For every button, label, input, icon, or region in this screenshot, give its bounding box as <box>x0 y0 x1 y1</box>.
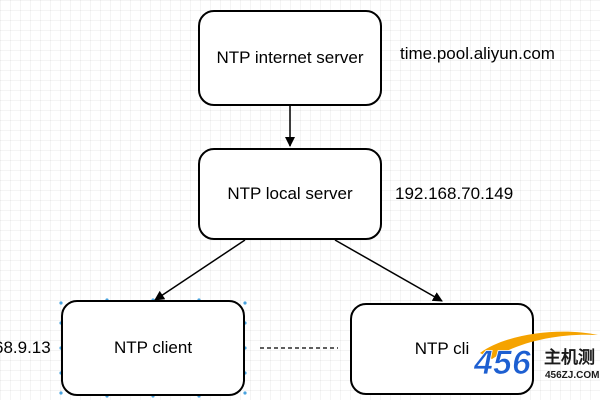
node-label: NTP client <box>113 338 193 357</box>
watermark-cjk: 主机测 <box>544 347 595 368</box>
edge-local-to-client-right[interactable] <box>334 239 443 302</box>
node-ntp-internet-server[interactable]: NTP internet server <box>198 10 382 106</box>
internet-server-hostname: time.pool.aliyun.com <box>400 44 555 63</box>
watermark-digits: 456 <box>473 344 532 382</box>
node-label: NTP local server <box>227 184 353 203</box>
watermark-site: 456ZJ.COM <box>545 370 599 381</box>
node-label: NTP internet server <box>216 48 364 67</box>
watermark-logo: 456 主机测 456ZJ.COM <box>473 331 599 382</box>
edge-local-to-client-left[interactable] <box>154 239 246 301</box>
watermark-swoosh <box>480 331 598 359</box>
client-left-ip: 68.9.13 <box>0 338 51 357</box>
node-ntp-client-left[interactable]: NTP client <box>61 300 245 396</box>
node-ntp-local-server[interactable]: NTP local server <box>198 148 382 240</box>
local-server-ip: 192.168.70.149 <box>395 184 514 203</box>
node-label: NTP cli <box>414 339 470 358</box>
